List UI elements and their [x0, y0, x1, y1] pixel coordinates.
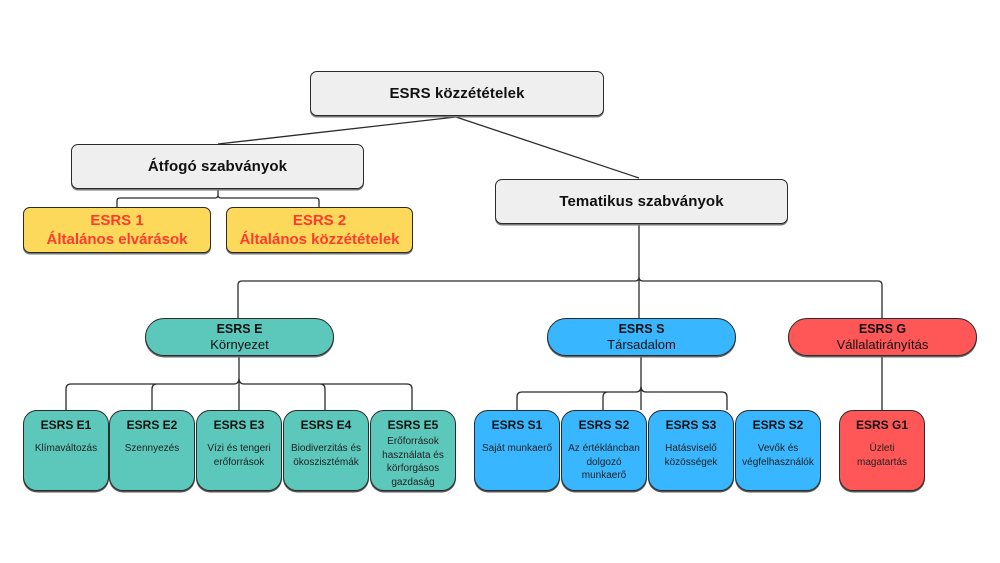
esrs-s4-label: Vevők és végfelhasználók [742, 443, 814, 468]
esrs-s3-node[interactable]: ESRS S3 Hatásviselő közösségek [648, 410, 734, 491]
esrs-e3-node[interactable]: ESRS E3 Vízi és tengeri erőforrások [196, 410, 282, 491]
crosscutting-label: Átfogó szabványok [147, 158, 288, 175]
esrs-s1-code: ESRS S1 [491, 418, 543, 432]
connector-root-topical [455, 116, 640, 179]
esrs-g-code: ESRS G [858, 321, 907, 336]
esrs-s-code: ESRS S [618, 321, 665, 336]
esrs-g1-code: ESRS G1 [855, 418, 909, 432]
esrs-e2-node[interactable]: ESRS E2 Szennyezés [109, 410, 195, 491]
esrs-e2-code: ESRS E2 [126, 418, 178, 432]
esrs-e5-node[interactable]: ESRS E5 Erőforrások használata és körfor… [370, 410, 456, 491]
esrs-s2-label: Az értékláncban dolgozó munkaerő [568, 443, 640, 481]
esrs-e-label: Környezet [210, 336, 269, 352]
connector-e-children [65, 356, 413, 410]
connector-crosscutting-children [116, 189, 320, 207]
topical-label: Tematikus szabványok [559, 193, 724, 210]
esrs-s4-code: ESRS S2 [752, 418, 804, 432]
esrs-e4-label: Biodiverzitás és ökoszisztémák [290, 443, 362, 468]
topical-node[interactable]: Tematikus szabványok [495, 179, 788, 224]
esrs-g-label: Vállalatirányítás [836, 336, 929, 352]
connector-s-children [516, 356, 728, 410]
esrs-e5-label: Erőforrások használata és körforgásos ga… [382, 436, 444, 488]
esrs-2-label: Általános közzétételek [239, 231, 400, 248]
esrs-e1-code: ESRS E1 [40, 418, 92, 432]
esrs-g-node[interactable]: ESRS G Vállalatirányítás [788, 318, 977, 356]
esrs-e1-label: Klímaváltozás [34, 443, 98, 454]
esrs-s1-label: Saját munkaerő [481, 443, 553, 454]
esrs-1-code: ESRS 1 [90, 212, 144, 229]
esrs-s3-code: ESRS S3 [665, 418, 717, 432]
connector-root-crosscutting [217, 116, 457, 145]
root-node[interactable]: ESRS közzétételek [310, 71, 604, 116]
esrs-e3-code: ESRS E3 [213, 418, 265, 432]
esrs-e-node[interactable]: ESRS E Környezet [145, 318, 334, 356]
esrs-s2-code: ESRS S2 [578, 418, 630, 432]
esrs-e-code: ESRS E [216, 321, 263, 336]
esrs-e1-node[interactable]: ESRS E1 Klímaváltozás [23, 410, 109, 491]
esrs-s3-label: Hatásviselő közösségek [664, 443, 718, 468]
crosscutting-node[interactable]: Átfogó szabványok [71, 144, 364, 189]
esrs-s-node[interactable]: ESRS S Társadalom [547, 318, 736, 356]
esrs-s2-node[interactable]: ESRS S2 Az értékláncban dolgozó munkaerő [561, 410, 647, 491]
connector-topical-groups [237, 222, 883, 318]
esrs-e4-node[interactable]: ESRS E4 Biodiverzitás és ökoszisztémák [283, 410, 369, 491]
esrs-g1-node[interactable]: ESRS G1 Üzleti magatartás [839, 410, 925, 491]
esrs-e4-code: ESRS E4 [300, 418, 352, 432]
esrs-e3-label: Vízi és tengeri erőforrások [207, 443, 271, 468]
esrs-2-node[interactable]: ESRS 2 Általános közzétételek [226, 207, 413, 253]
esrs-e2-label: Szennyezés [124, 443, 180, 454]
esrs-e5-code: ESRS E5 [387, 418, 439, 432]
esrs-s-label: Társadalom [607, 336, 676, 352]
esrs-s4-node[interactable]: ESRS S2 Vevők és végfelhasználók [735, 410, 821, 491]
esrs-2-code: ESRS 2 [292, 212, 347, 229]
esrs-s1-node[interactable]: ESRS S1 Saját munkaerő [474, 410, 560, 491]
esrs-1-node[interactable]: ESRS 1 Általános elvárások [23, 207, 211, 253]
esrs-g1-label: Üzleti magatartás [856, 443, 908, 468]
root-label: ESRS közzétételek [389, 85, 525, 102]
esrs-1-label: Általános elvárások [46, 231, 188, 248]
